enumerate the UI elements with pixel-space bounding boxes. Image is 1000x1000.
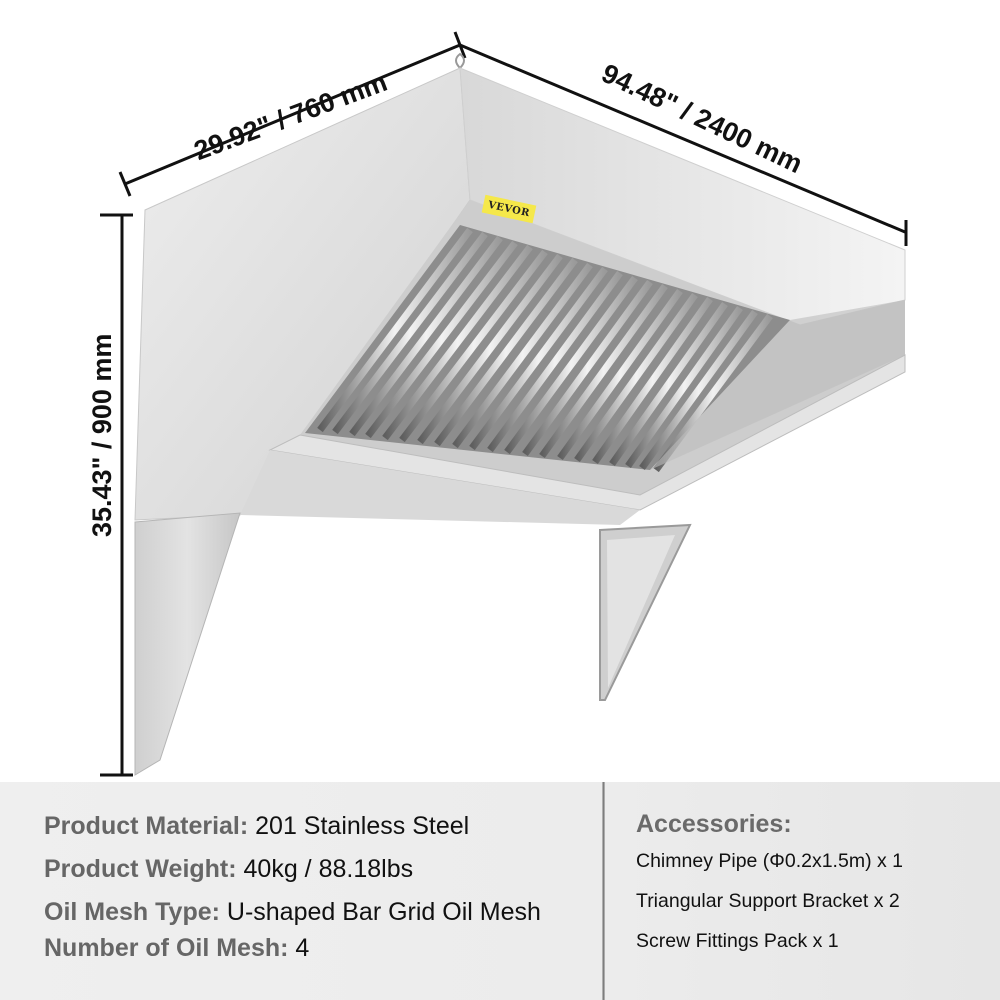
spec-key: Product Material: [44, 812, 249, 840]
accessory-item: Screw Fittings Pack x 1 [636, 930, 839, 952]
spec-row-mesh-type: Oil Mesh Type: U-shaped Bar Grid Oil Mes… [44, 898, 541, 927]
spec-row-material: Product Material: 201 Stainless Steel [44, 812, 469, 841]
spec-row-mesh-count: Number of Oil Mesh: 4 [44, 934, 309, 963]
panel-divider [602, 782, 605, 1000]
spec-value: 201 Stainless Steel [248, 812, 470, 840]
accessory-item: Triangular Support Bracket x 2 [636, 890, 900, 912]
product-image: 29.92" / 760 mm 94.48" / 2400 mm 35.43" … [87, 31, 908, 777]
spec-key: Oil Mesh Type: [44, 898, 220, 926]
exhaust-hood-illustration [100, 31, 908, 777]
spec-value: U-shaped Bar Grid Oil Mesh [219, 898, 541, 926]
spec-row-weight: Product Weight: 40kg / 88.18lbs [44, 855, 413, 884]
spec-value: 4 [288, 934, 310, 962]
dimension-lines [100, 31, 908, 777]
oil-mesh-slats [317, 227, 773, 473]
spec-value: 40kg / 88.18lbs [236, 855, 414, 883]
accessories-title: Accessories: [636, 810, 792, 838]
specification-panel: Product Material: 201 Stainless Steel Pr… [0, 782, 1000, 1000]
spec-key: Product Weight: [44, 855, 237, 883]
height-dimension-label: 35.43" / 900 mm [87, 333, 117, 537]
accessory-item: Chimney Pipe (Φ0.2x1.5m) x 1 [636, 850, 903, 872]
spec-key: Number of Oil Mesh: [44, 934, 289, 962]
